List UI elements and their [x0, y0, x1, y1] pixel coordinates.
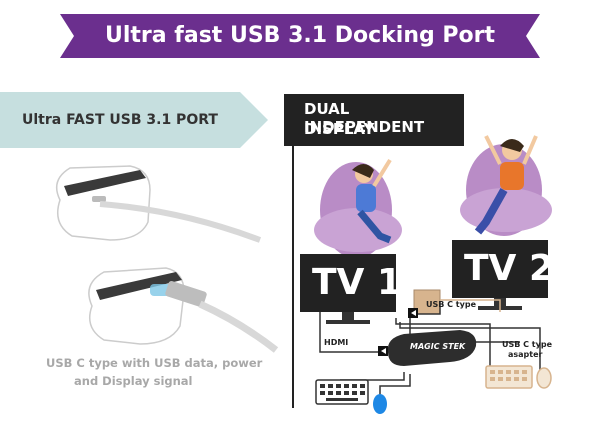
- person-on-chair-left: [314, 158, 402, 258]
- left-panel-heading: Ultra FAST USB 3.1 PORT: [0, 92, 268, 148]
- keyboard-beige: [485, 365, 533, 389]
- left-caption-line1: USB C type with USB data, power: [46, 356, 263, 370]
- panel-divider: [292, 146, 294, 408]
- usbc-adapter-label-line1: USB C type: [502, 340, 552, 349]
- right-panel-heading: DUAL INDEPENDENT DISPLAY: [284, 94, 464, 146]
- tv-2-label: TV 2: [464, 248, 554, 289]
- banner-ribbon: [60, 14, 540, 58]
- laptop-port-illustration-top: [55, 165, 262, 243]
- banner-title: Ultra fast USB 3.1 Docking Port: [105, 23, 495, 48]
- usbc-label: USB C type: [426, 300, 476, 309]
- mouse-beige: [536, 367, 552, 389]
- tv-1-label: TV 1: [312, 262, 402, 303]
- banner: Ultra fast USB 3.1 Docking Port: [60, 14, 540, 58]
- mouse-blue: [373, 394, 387, 414]
- person-on-chair-right: [460, 135, 552, 236]
- usbc-adapter-label-line2: asapter: [508, 350, 543, 359]
- keyboard: [315, 379, 369, 405]
- left-heading-tab: [0, 92, 268, 148]
- right-heading-line2: DISPLAY: [304, 120, 375, 138]
- left-caption-line2: and Display signal: [74, 374, 193, 388]
- hdmi-label: HDMI: [324, 338, 349, 347]
- left-heading-label: Ultra FAST USB 3.1 PORT: [22, 112, 218, 128]
- laptop-port-illustration-bottom: [88, 267, 279, 353]
- docking-station: [378, 330, 477, 366]
- tv-1: [300, 254, 396, 324]
- dock-brand-label: MAGIC STEK: [410, 342, 466, 351]
- right-heading-line1: DUAL INDEPENDENT: [304, 100, 425, 136]
